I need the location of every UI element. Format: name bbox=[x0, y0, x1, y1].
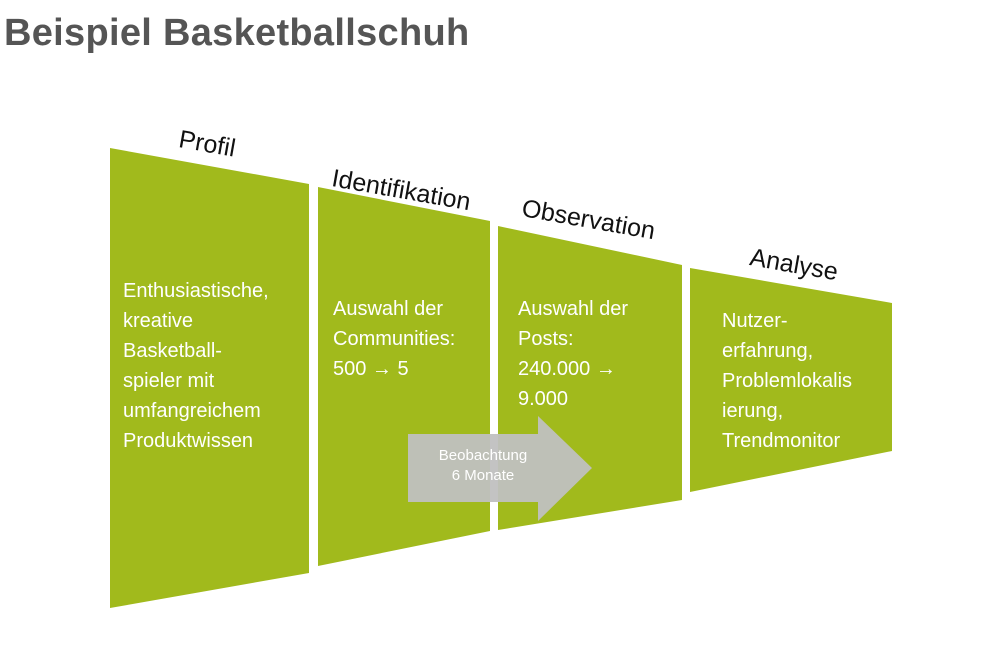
text-line: Communities: bbox=[333, 328, 456, 350]
stage-text-observation: Auswahl der Posts: 240.000 → 9.000 bbox=[518, 294, 628, 414]
text-line: Basketball- bbox=[123, 340, 222, 362]
text-line: Auswahl der bbox=[333, 298, 444, 320]
text-line: erfahrung, bbox=[722, 340, 814, 362]
text-line: ierung, bbox=[722, 400, 784, 422]
stage-text-analyse: Nutzer- erfahrung, Problemlokalis ierung… bbox=[722, 306, 852, 456]
observation-arrow bbox=[408, 416, 592, 521]
text-line: Auswahl der bbox=[518, 298, 629, 320]
stage-panel-analyse bbox=[690, 268, 892, 492]
text-line: Produktwissen bbox=[123, 430, 254, 452]
text-line: Trendmonitor bbox=[722, 430, 841, 452]
arrow-label-line: 6 Monate bbox=[451, 467, 515, 484]
text-line: Enthusiastische, bbox=[123, 280, 269, 302]
stage-panel-profil bbox=[110, 148, 309, 608]
stage-text-identifikation: Auswahl der Communities: 500 → 5 bbox=[333, 294, 455, 384]
text-line: umfangreichem bbox=[123, 400, 261, 422]
text-line: 500 → 5 bbox=[333, 358, 409, 380]
stage-text-profil: Enthusiastische, kreative Basketball- sp… bbox=[123, 276, 269, 456]
arrow-label-line: Beobachtung bbox=[438, 447, 528, 464]
text-line: Posts: bbox=[518, 328, 574, 350]
text-line: 9.000 bbox=[518, 388, 569, 410]
text-line: Problemlokalis bbox=[722, 370, 853, 392]
text-line: Nutzer- bbox=[722, 310, 788, 332]
arrow-label: Beobachtung 6 Monate bbox=[408, 446, 558, 486]
text-line: spieler mit bbox=[123, 370, 215, 392]
page-title: Beispiel Basketballschuh bbox=[4, 12, 470, 54]
text-line: kreative bbox=[123, 310, 194, 332]
text-line: 240.000 → bbox=[518, 358, 616, 380]
